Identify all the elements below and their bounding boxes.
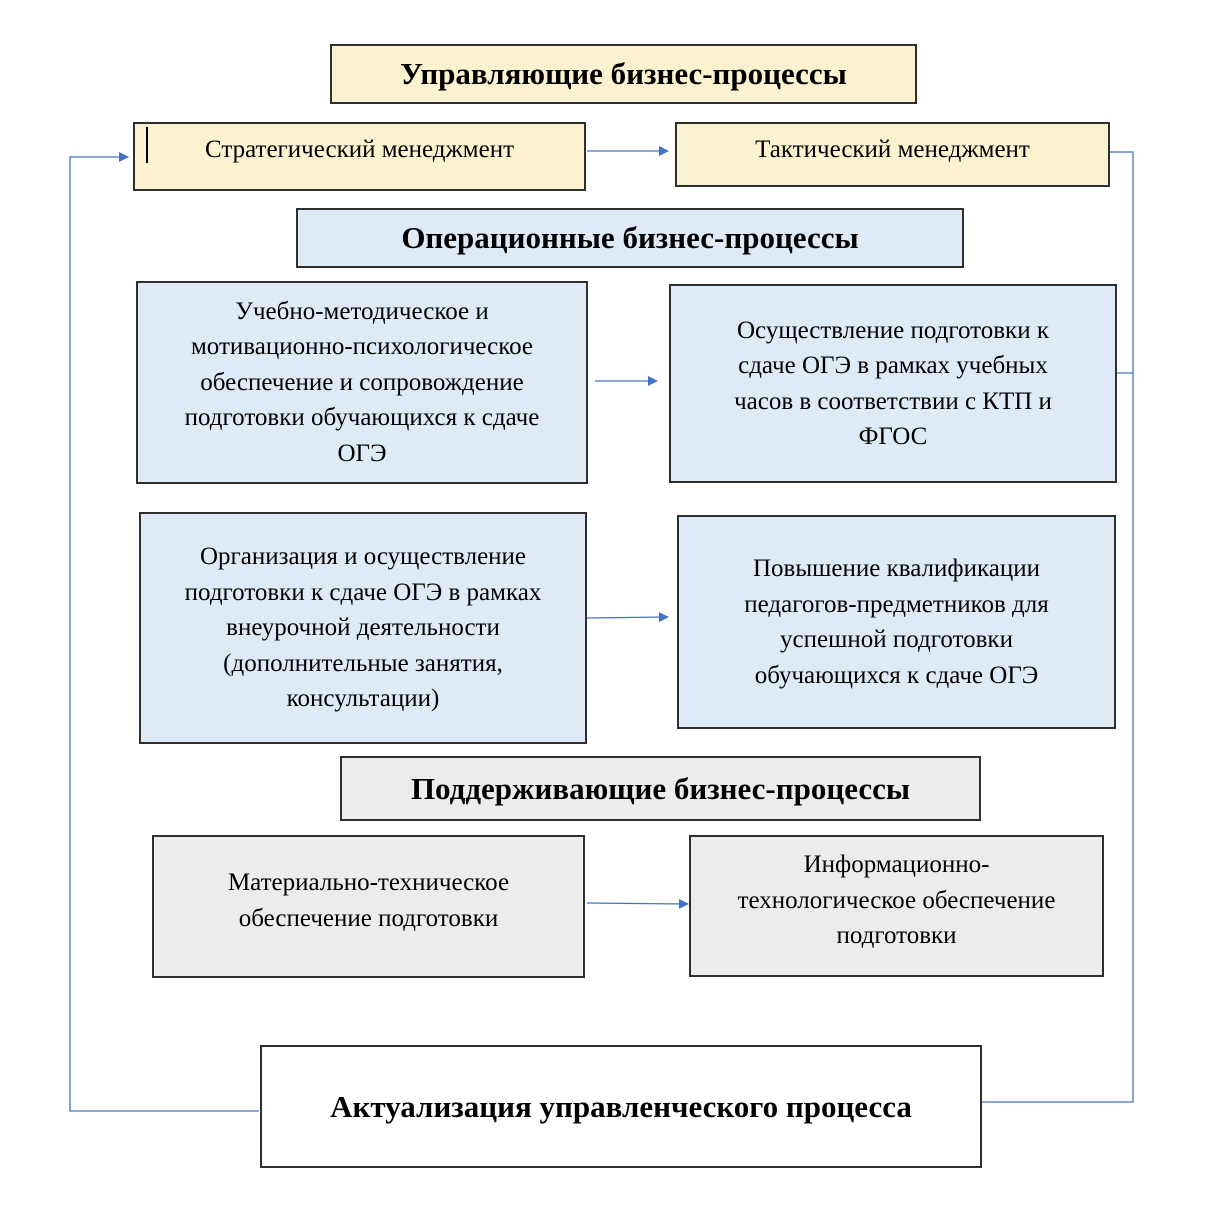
- supporting-processes-title: Поддерживающие бизнес-процессы: [340, 756, 981, 821]
- information-technology-box: Информационно- технологическое обеспечен…: [689, 835, 1104, 977]
- operational-processes-title: Операционные бизнес-процессы: [296, 208, 964, 268]
- lessons-preparation-box: Осуществление подготовки к сдаче ОГЭ в р…: [669, 284, 1117, 483]
- arrow-material-to-informational: [586, 898, 689, 909]
- tactical-management-box: Тактический менеджмент: [675, 122, 1110, 187]
- material-technical-box: Материально-техническое обеспечение подг…: [152, 835, 585, 978]
- extracurricular-preparation-box: Организация и осуществление подготовки к…: [139, 512, 587, 744]
- strategic-management-box: Стратегический менеджмент: [133, 122, 586, 191]
- management-update-box: Актуализация управленческого процесса: [260, 1045, 982, 1168]
- teacher-qualification-box: Повышение квалификации педагогов-предмет…: [677, 515, 1116, 729]
- arrow-extracurricular-to-qualification: [586, 612, 669, 623]
- text-cursor-mark: [146, 127, 148, 163]
- control-processes-title: Управляющие бизнес-процессы: [330, 44, 917, 104]
- methodical-support-box: Учебно-методическое и мотивационно-психо…: [136, 281, 588, 484]
